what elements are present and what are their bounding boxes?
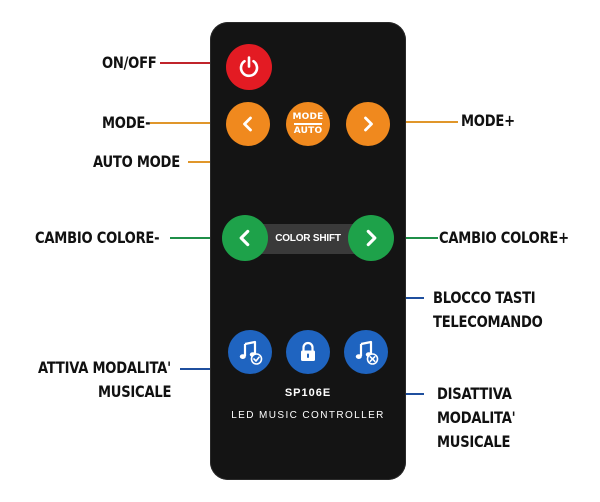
mode-minus-button[interactable] <box>226 102 270 146</box>
power-icon <box>239 56 259 78</box>
mode-label: MODE <box>292 112 324 123</box>
color-minus-button[interactable] <box>222 215 268 261</box>
mode-plus-button[interactable] <box>346 102 390 146</box>
chevron-right-icon <box>366 229 377 247</box>
music-note-check-icon <box>239 340 263 365</box>
label-lock-line2: TELECOMANDO <box>433 312 543 331</box>
color-plus-button[interactable] <box>348 215 394 261</box>
music-off-button[interactable] <box>344 330 388 374</box>
label-music-on-line1: ATTIVA MODALITA' <box>38 358 171 377</box>
label-lock-line1: BLOCCO TASTI <box>433 288 536 307</box>
label-mode-plus: MODE+ <box>461 111 515 130</box>
music-note-cross-icon <box>355 340 379 365</box>
lock-button[interactable] <box>286 330 330 374</box>
power-button[interactable] <box>226 44 272 90</box>
label-music-off-line1: DISATTIVA <box>437 384 512 403</box>
lock-icon <box>301 341 315 361</box>
auto-label: AUTO <box>293 125 323 136</box>
label-mode-minus: MODE- <box>102 113 151 132</box>
label-music-off-line3: MUSICALE <box>437 432 511 451</box>
music-on-button[interactable] <box>228 330 272 374</box>
mode-auto-button[interactable]: MODE AUTO <box>286 102 330 146</box>
label-color-plus: CAMBIO COLORE+ <box>439 228 569 247</box>
label-music-off-line2: MODALITA' <box>437 408 516 427</box>
chevron-left-icon <box>239 229 250 247</box>
model-subtitle: LED MUSIC CONTROLLER <box>231 410 385 421</box>
chevron-right-icon <box>364 116 373 132</box>
label-on-off: ON/OFF <box>102 53 157 72</box>
label-color-minus: CAMBIO COLORE- <box>35 228 160 247</box>
label-music-on-line2: MUSICALE <box>98 382 172 401</box>
label-auto-mode: AUTO MODE <box>93 152 180 171</box>
model-name: SP106E <box>284 387 332 399</box>
chevron-left-icon <box>243 116 252 132</box>
color-shift-label: COLOR SHIFT <box>275 233 341 244</box>
mode-divider <box>294 123 322 125</box>
